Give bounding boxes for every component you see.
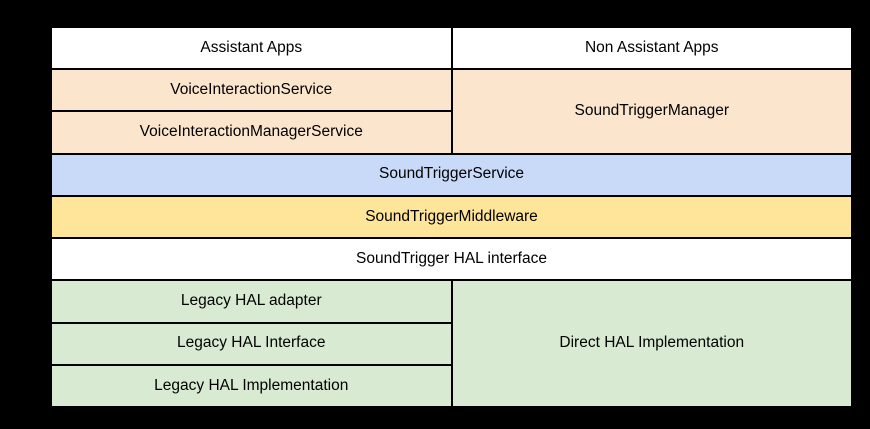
- soundtrigger-architecture-diagram: Assistant Apps Non Assistant Apps VoiceI…: [52, 28, 851, 406]
- cell-label-assistant-apps: Assistant Apps: [200, 38, 303, 56]
- cell-label-legacy-hal-adapter: Legacy HAL adapter: [180, 292, 322, 310]
- cell-voice-interaction-service: VoiceInteractionService: [52, 70, 451, 111]
- cell-direct-hal-implementation: Direct HAL Implementation: [452, 281, 851, 406]
- cell-label-legacy-hal-implementation: Legacy HAL Implementation: [154, 376, 349, 394]
- cell-legacy-hal-interface: Legacy HAL Interface: [52, 323, 451, 364]
- cell-sound-trigger-hal-interface: SoundTrigger HAL interface: [52, 239, 851, 280]
- cell-label-direct-hal-implementation: Direct HAL Implementation: [559, 334, 745, 352]
- cell-label-voice-interaction-manager-service: VoiceInteractionManagerService: [139, 123, 363, 141]
- cell-label-sound-trigger-middleware: SoundTriggerMiddleware: [365, 207, 538, 225]
- cell-sound-trigger-service: SoundTriggerService: [52, 154, 851, 195]
- cell-label-voice-interaction-service: VoiceInteractionService: [170, 81, 333, 99]
- cell-label-sound-trigger-service: SoundTriggerService: [378, 165, 525, 183]
- cell-label-sound-trigger-hal-interface: SoundTrigger HAL interface: [356, 249, 547, 267]
- cell-label-legacy-hal-interface: Legacy HAL Interface: [177, 334, 326, 352]
- cell-legacy-hal-adapter: Legacy HAL adapter: [52, 281, 451, 322]
- cell-label-non-assistant-apps: Non Assistant Apps: [584, 38, 719, 56]
- cell-sound-trigger-middleware: SoundTriggerMiddleware: [52, 196, 851, 238]
- cell-voice-interaction-manager-service: VoiceInteractionManagerService: [52, 112, 451, 153]
- cell-legacy-hal-implementation: Legacy HAL Implementation: [52, 365, 451, 406]
- cell-assistant-apps: Assistant Apps: [52, 28, 451, 69]
- cell-label-sound-trigger-manager: SoundTriggerManager: [574, 102, 729, 120]
- cell-sound-trigger-manager: SoundTriggerManager: [452, 70, 851, 153]
- cell-non-assistant-apps: Non Assistant Apps: [452, 28, 851, 69]
